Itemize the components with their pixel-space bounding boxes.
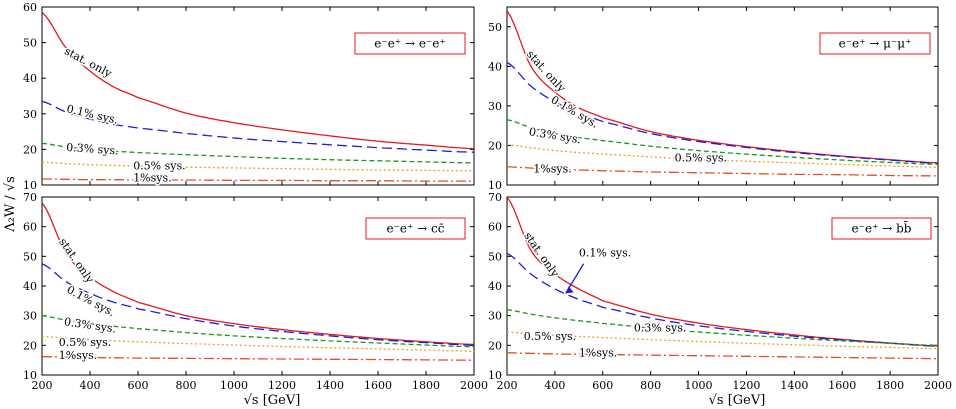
process-label-box <box>831 217 932 240</box>
series-label-sys-1: 1%sys. <box>133 171 171 184</box>
y-tick-label: 50 <box>23 37 37 50</box>
series-line-stat-only <box>42 202 474 346</box>
y-tick-label: 20 <box>488 139 502 152</box>
series-label-sys-0p5: 0.5% sys. <box>524 330 576 343</box>
x-tick-label: 1400 <box>316 379 344 392</box>
y-tick-label: 10 <box>23 369 37 382</box>
x-tick-label: 1000 <box>220 379 248 392</box>
x-tick-label: 1600 <box>828 379 856 392</box>
y-tick-label: 40 <box>23 280 37 293</box>
y-tick-label: 30 <box>488 310 502 323</box>
annotation-arrowhead <box>565 286 574 294</box>
series-label-sys-0p3: 0.3% sys. <box>66 141 119 158</box>
series-label-sys-0p3: 0.3% sys. <box>63 315 117 335</box>
y-tick-label: 30 <box>23 310 37 323</box>
x-tick-label: 2000 <box>924 379 952 392</box>
x-tick-label: 800 <box>640 379 661 392</box>
x-tick-label: 200 <box>497 379 518 392</box>
series-line-sys-0p5 <box>507 144 938 168</box>
series-line-sys-0p3 <box>507 119 938 166</box>
y-tick-label: 40 <box>23 72 37 85</box>
y-tick-label: 60 <box>23 221 37 234</box>
x-tick-label: 2000 <box>460 379 488 392</box>
series-line-sys-0p3 <box>42 142 474 164</box>
x-tick-label: 800 <box>176 379 197 392</box>
series-label-stat-only: stat. only <box>62 44 114 80</box>
y-tick-label: 30 <box>23 108 37 121</box>
series-line-sys-0p1 <box>42 263 474 346</box>
y-tick-label: 10 <box>488 179 502 192</box>
plot-frame <box>41 6 475 186</box>
series-label-stat-only: stat. only <box>524 48 569 96</box>
process-label-box <box>365 217 466 240</box>
y-tick-label: 10 <box>23 179 37 192</box>
y-tick-label: 50 <box>488 250 502 263</box>
series-label-sys-0p3: 0.3% sys. <box>634 321 686 334</box>
x-tick-label: 200 <box>32 379 53 392</box>
process-label: e⁻e⁺ → cc̄ <box>387 222 445 236</box>
series-line-sys-0p5 <box>42 335 474 352</box>
series-line-sys-0p5 <box>42 161 474 172</box>
panel-top-left: 10 20 30 40 50 60 stat. only 0.1% sys. 0.3% sys.… <box>23 1 475 192</box>
x-tick-label: 600 <box>128 379 149 392</box>
plot-frame <box>506 6 939 186</box>
x-tick-label: 1000 <box>685 379 713 392</box>
y-tick-label: 30 <box>488 100 502 113</box>
y-axis-label: Λ₂W / √s <box>3 176 18 233</box>
y-tick-label: 50 <box>23 250 37 263</box>
series-label-stat-only: stat. only <box>56 236 97 286</box>
x-tick-label: 1200 <box>268 379 296 392</box>
y-tick-label: 20 <box>23 339 37 352</box>
x-tick-label: 1800 <box>412 379 440 392</box>
process-label: e⁻e⁺ → e⁻e⁺ <box>374 37 445 51</box>
x-axis-label-right: √s [GeV] <box>709 393 766 408</box>
y-tick-label: 50 <box>488 21 502 34</box>
series-label-sys-0p1: 0.1% sys. <box>65 102 119 126</box>
series-label-sys-1: 1%sys. <box>579 347 617 360</box>
x-tick-label: 600 <box>592 379 613 392</box>
series-line-sys-1 <box>507 352 938 360</box>
process-label: e⁻e⁺ → bb̄ <box>852 220 912 236</box>
y-tick-label: 10 <box>488 369 502 382</box>
y-tick-label: 40 <box>488 280 502 293</box>
series-label-sys-0p5: 0.5% sys. <box>133 159 185 172</box>
y-tick-label: 60 <box>488 221 502 234</box>
y-tick-label: 70 <box>23 191 37 204</box>
series-label-stat-only: stat. only <box>521 230 562 280</box>
x-tick-label: 400 <box>80 379 101 392</box>
y-tick-label: 70 <box>488 191 502 204</box>
x-tick-label: 1400 <box>780 379 808 392</box>
series-label-sys-0p3: 0.3% sys. <box>528 125 582 146</box>
series-line-sys-0p3 <box>42 315 474 348</box>
panel-bottom-left: 200 400 600 800 1000 1200 1400 1600 1800 2000 10 20… <box>23 191 488 392</box>
series-line-sys-1 <box>42 178 474 182</box>
x-tick-label: 1800 <box>876 379 904 392</box>
series-line-sys-0p3 <box>507 309 938 346</box>
x-tick-label: 1600 <box>364 379 392 392</box>
series-label-sys-0p5: 0.5% sys. <box>675 151 727 164</box>
series-label-sys-0p5: 0.5% sys. <box>59 336 111 349</box>
series-line-stat-only <box>42 11 474 150</box>
series-label-sys-1: 1%sys. <box>59 349 97 362</box>
x-tick-label: 1200 <box>732 379 760 392</box>
panel-bottom-right: 200 400 600 800 1000 1200 1400 1600 1800 2000 10 20… <box>488 191 952 392</box>
process-label-box <box>819 32 931 55</box>
series-label-sys-0p1: 0.1% sys. <box>579 246 631 259</box>
y-tick-label: 20 <box>23 143 37 156</box>
y-tick-label: 40 <box>488 60 502 73</box>
series-line-sys-1 <box>42 355 474 361</box>
series-label-sys-0p1: 0.1% sys. <box>549 93 601 130</box>
process-label: e⁻e⁺ → μ⁻μ⁺ <box>839 37 912 51</box>
y-tick-label: 60 <box>23 1 37 14</box>
y-tick-label: 20 <box>488 339 502 352</box>
x-axis-label-left: √s [GeV] <box>244 393 301 408</box>
series-line-sys-0p1 <box>507 61 938 164</box>
series-label-sys-1: 1%sys. <box>533 162 571 175</box>
process-label-box <box>354 32 466 55</box>
series-line-sys-0p1 <box>42 100 474 153</box>
x-tick-label: 400 <box>544 379 565 392</box>
